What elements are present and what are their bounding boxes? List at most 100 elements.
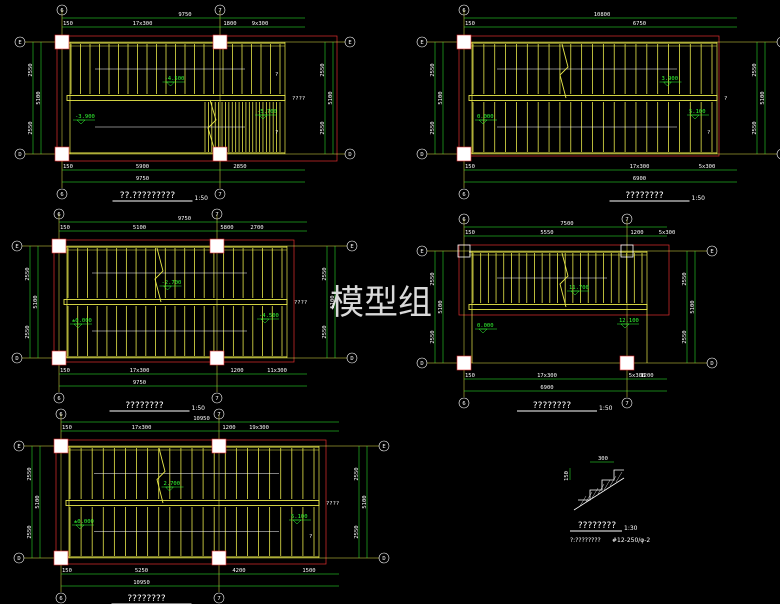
stair-plan-2: 108001506750405015017x30042005x300690025… xyxy=(416,4,780,202)
axis-bubble-left-bottom: D xyxy=(420,152,423,158)
dimension-top-a: 5100 xyxy=(133,225,146,231)
structural-column xyxy=(457,244,471,258)
axis-bubble-bottom-right: 7 xyxy=(215,396,218,402)
axis-bubble-bottom-left-circle xyxy=(458,397,470,409)
level-label: 3.900 xyxy=(662,76,679,82)
dimension-side-lower-right: 2550 xyxy=(322,325,328,338)
axis-bubble-top-right: 7 xyxy=(217,412,220,418)
axis-bubble-bottom-right-circle xyxy=(214,188,226,200)
axis-bubble-top-right: 7 xyxy=(218,8,221,14)
axis-bubble-bottom-left: 6 xyxy=(462,192,465,198)
dimension-top-a: 6750 xyxy=(633,21,646,27)
dimension-bottom-c: 1200 xyxy=(640,373,653,379)
level-label: ±0.000 xyxy=(72,318,92,324)
dimension-bottom-overall: 10950 xyxy=(133,580,150,586)
dimension-side-upper-right: 2550 xyxy=(320,63,326,76)
dimension-top-overall: 9750 xyxy=(178,216,191,222)
handrail-middle xyxy=(66,95,286,101)
axis-bubble-right-bottom: D xyxy=(348,152,351,158)
plan-title: ???????? xyxy=(533,401,571,411)
plan-boundary xyxy=(55,439,327,565)
annotation-label: ???? xyxy=(292,96,305,102)
structural-column xyxy=(620,244,634,258)
level-mark-triangle xyxy=(478,328,488,334)
dimension-top-b: 1200 xyxy=(630,230,643,236)
dimension-bottom-b: 17x300 xyxy=(130,368,150,374)
level-label: 5.100 xyxy=(689,109,706,115)
level-mark-triangle xyxy=(570,290,580,296)
axis-bubble-right-bottom: D xyxy=(710,361,713,367)
annotation-label: ? xyxy=(275,72,278,78)
dimension-bottom-a: 150 xyxy=(465,373,475,379)
axis-bubble-right-top-circle xyxy=(346,240,358,252)
dimension-top-edge: 150 xyxy=(465,21,475,27)
hatch-line xyxy=(603,479,611,491)
structural-column xyxy=(211,438,227,454)
dimension-bottom-overall: 9750 xyxy=(136,176,149,182)
axis-bubble-top-left-circle xyxy=(55,408,67,420)
hatch-line xyxy=(591,487,599,499)
hatch-line xyxy=(585,491,593,503)
dimension-side-upper: 2550 xyxy=(430,272,436,285)
plan-scale: 1:50 xyxy=(599,405,613,412)
axis-bubble-left-top-circle xyxy=(11,240,23,252)
structural-column xyxy=(211,550,227,566)
dimension-side-upper-right: 2550 xyxy=(322,267,328,280)
dimension-top-a: 17x300 xyxy=(132,425,152,431)
detail-dim-tread: 300 xyxy=(598,456,608,462)
dimension-top-c: 19x300 xyxy=(249,425,269,431)
slab-underside xyxy=(573,477,625,511)
dimension-side-lower: 2550 xyxy=(430,330,436,343)
level-mark-triangle xyxy=(162,285,173,291)
handrail-middle xyxy=(468,95,718,101)
dimension-bottom-c: 4200 xyxy=(232,568,245,574)
dimension-side-upper-right: 2550 xyxy=(354,467,360,480)
break-line xyxy=(156,447,166,504)
hatch-line xyxy=(597,483,605,495)
plan-title: ???????? xyxy=(125,401,163,411)
axis-bubble-bottom-left: 6 xyxy=(57,396,60,402)
dimension-top-a: 17x300 xyxy=(133,21,153,27)
axis-bubble-left-top-circle xyxy=(416,245,428,257)
plan-title: ??.????????? xyxy=(120,191,176,201)
level-mark-triangle xyxy=(165,81,176,87)
level-label: -4.500 xyxy=(165,76,185,82)
dimension-side-lower-right: 2550 xyxy=(320,121,326,134)
axis-bubble-left-bottom: D xyxy=(15,356,18,362)
axis-bubble-right-top: E xyxy=(710,249,713,255)
level-label: ±0.000 xyxy=(74,519,94,525)
axis-bubble-left-top: E xyxy=(420,249,423,255)
dimension-side-upper: 2550 xyxy=(27,467,33,480)
axis-bubble-right-bottom-circle xyxy=(776,149,780,159)
annotation-label: ? xyxy=(707,130,710,136)
dimension-bottom-b: 17x300 xyxy=(630,164,650,170)
axis-bubble-top-left: 6 xyxy=(59,412,62,418)
dimension-bottom-c: 1200 xyxy=(230,368,243,374)
plan-boundary xyxy=(458,244,670,316)
axis-bubble-top-left: 6 xyxy=(462,217,465,223)
dimension-top-b: 1200 xyxy=(222,425,235,431)
dimension-bottom-a: 150 xyxy=(465,164,475,170)
dimension-top-edge: 150 xyxy=(63,21,73,27)
axis-bubble-left-bottom: D xyxy=(17,556,20,562)
axis-bubble-bottom-left-circle xyxy=(458,188,470,200)
level-label: 0.000 xyxy=(477,114,494,120)
dimension-top-edge: 150 xyxy=(60,225,70,231)
dimension-top-b: 1800 xyxy=(223,21,236,27)
dimension-bottom-d: 5x300 xyxy=(699,164,716,170)
plan-title: ???????? xyxy=(127,594,165,604)
axis-bubble-right-bottom-circle xyxy=(706,357,718,369)
level-label: -4.500 xyxy=(259,313,279,319)
axis-bubble-bottom-left-circle xyxy=(55,592,67,604)
level-mark-triangle xyxy=(662,81,673,87)
structural-column xyxy=(53,438,69,454)
dimension-side-lower: 2550 xyxy=(27,525,33,538)
axis-bubble-top-right-circle xyxy=(211,208,223,220)
axis-bubble-top-left-circle xyxy=(56,4,68,16)
structural-column xyxy=(54,146,70,162)
dimension-side-total-right: 5100 xyxy=(330,295,336,308)
